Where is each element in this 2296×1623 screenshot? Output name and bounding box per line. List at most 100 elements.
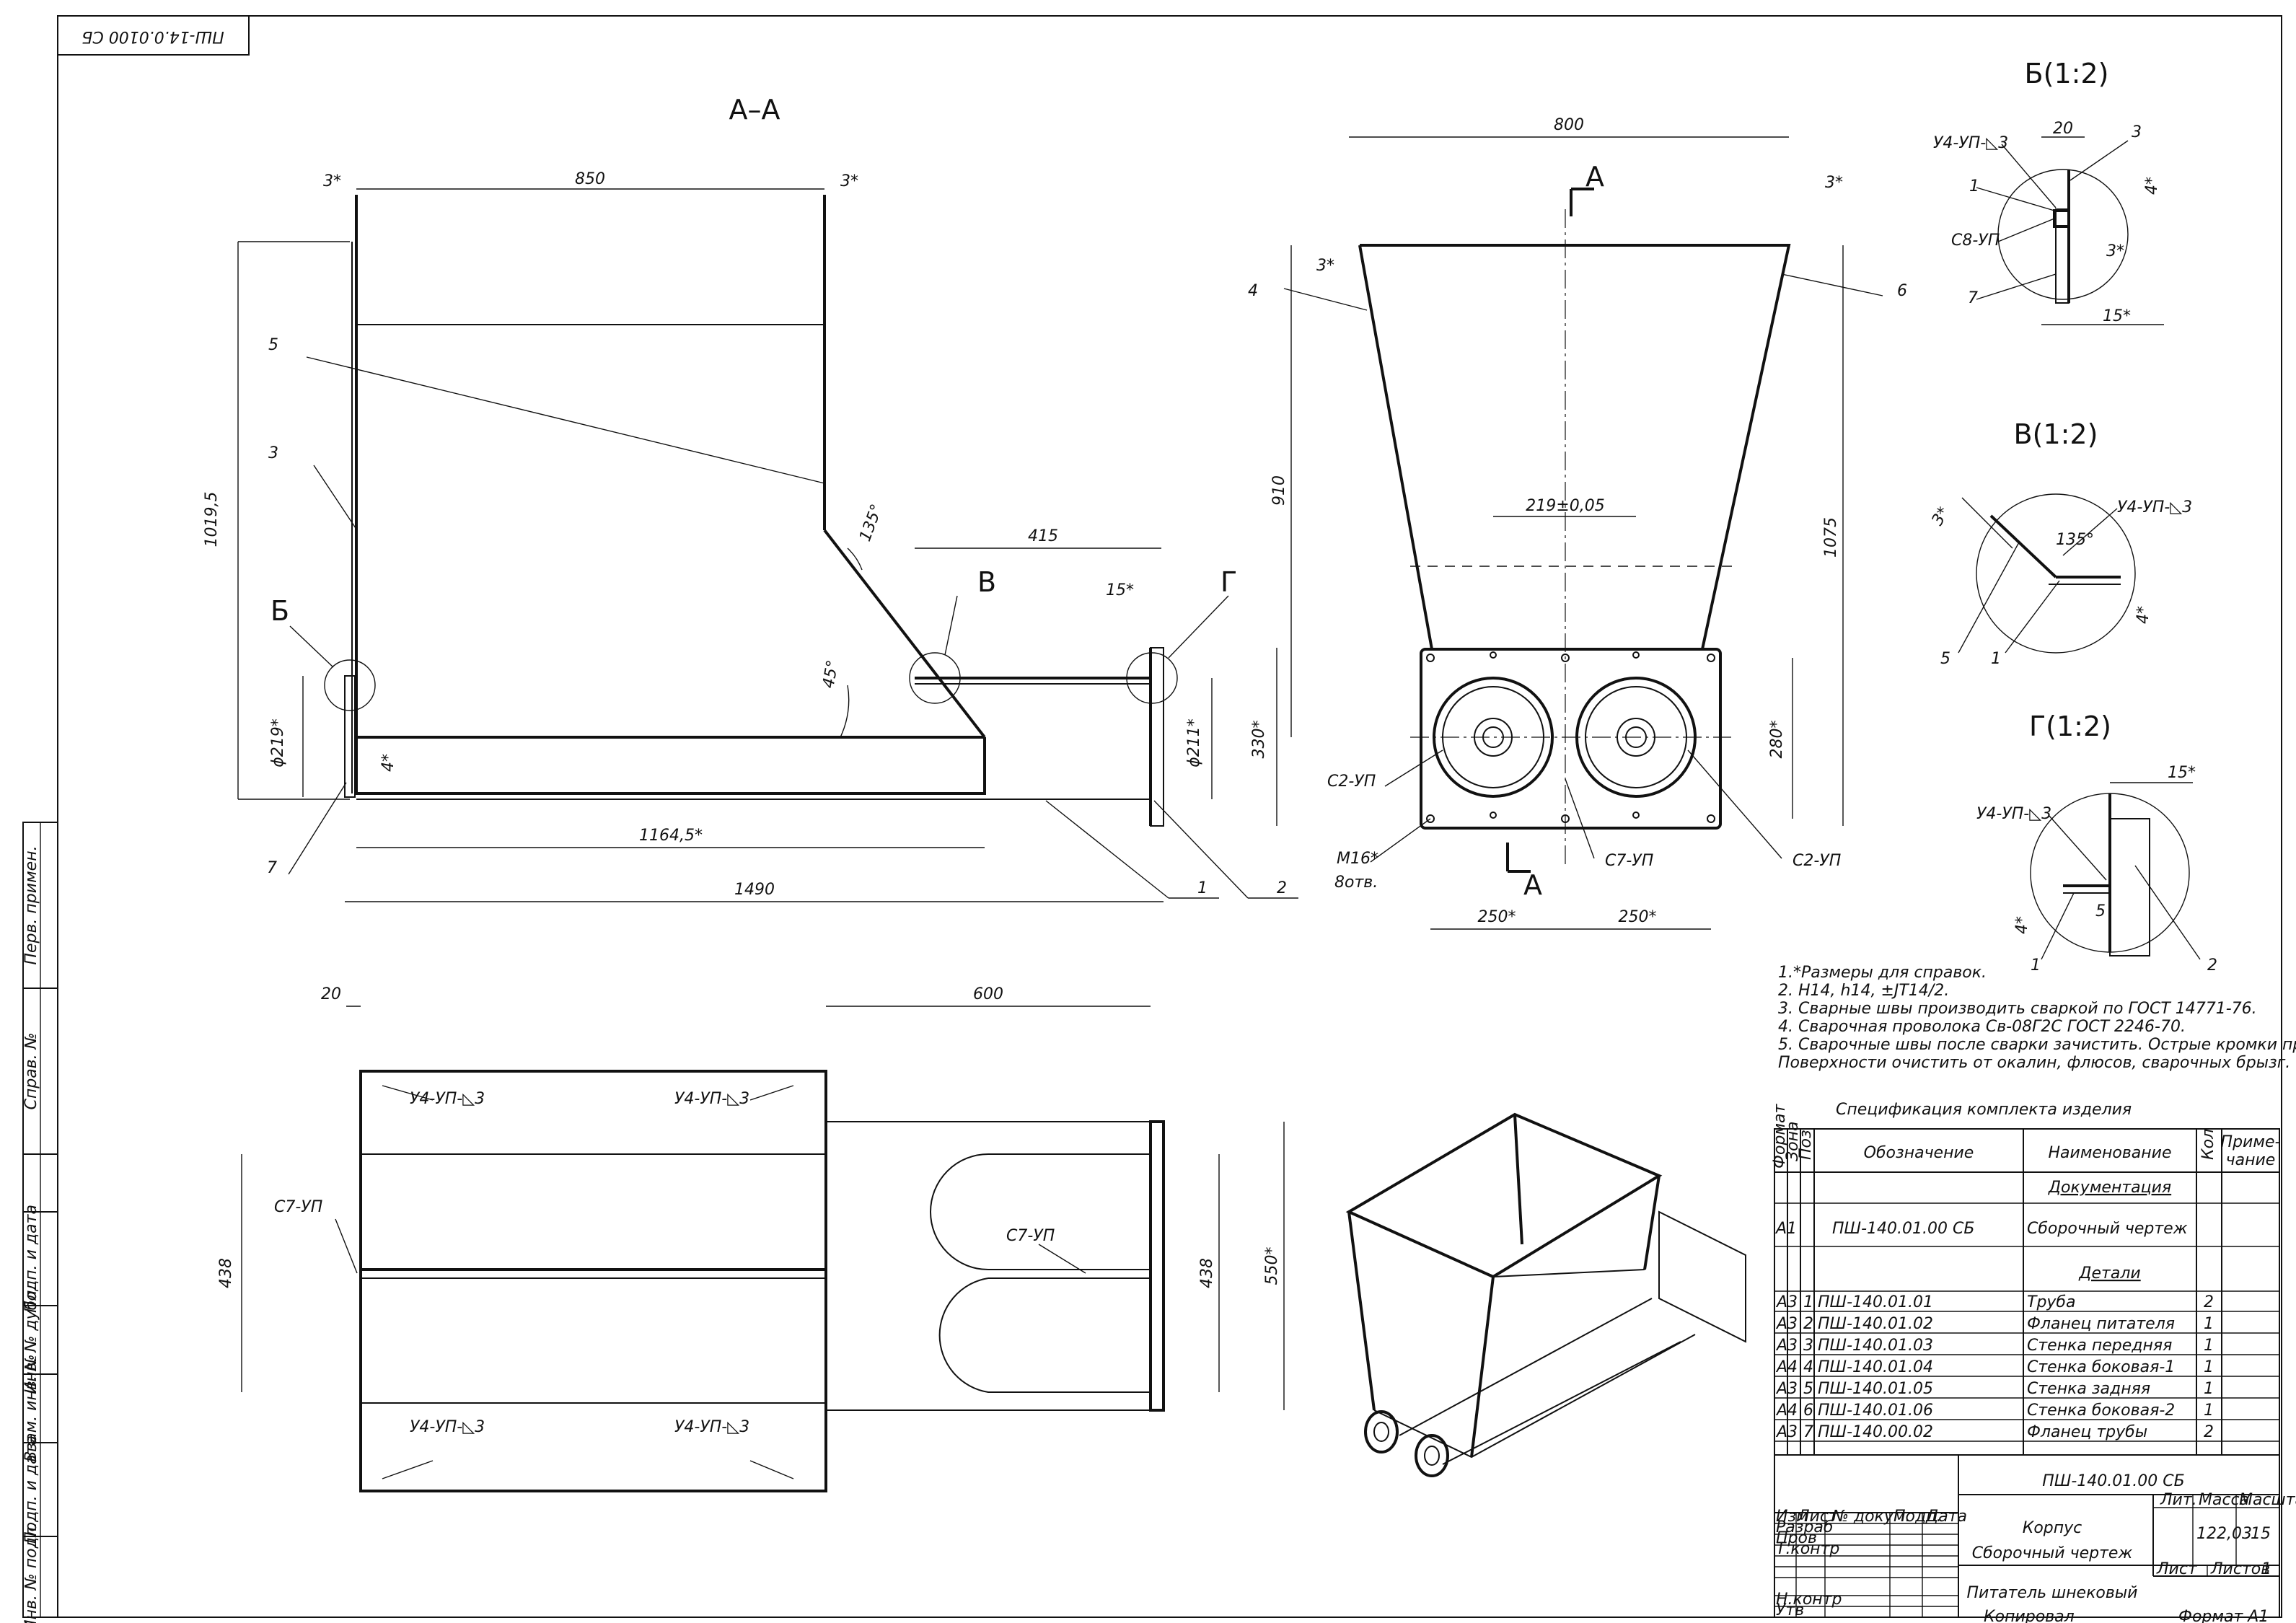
svg-text:5: 5 [1803, 1380, 1813, 1398]
svg-text:А4: А4 [1775, 1402, 1798, 1420]
drawing-frame [57, 15, 2282, 1618]
section-aa-view: А–А 850 3* 3* 1019,5 415 15* 135° 45° ϕ2… [203, 94, 1298, 902]
detail-v-view: В(1:2) 3* 135° 4* У4-УП-◺3 5 1 [1929, 418, 2193, 668]
svg-text:3*: 3* [840, 172, 858, 190]
svg-text:А: А [1585, 161, 1604, 193]
svg-text:Масса: Масса [2199, 1491, 2249, 1509]
svg-text:Лист: Лист [2156, 1560, 2198, 1578]
svg-text:15*: 15* [2103, 307, 2131, 325]
svg-text:Приме-: Приме- [2221, 1133, 2281, 1151]
svg-text:ϕ219*: ϕ219* [269, 718, 287, 767]
technical-notes: 1.*Размеры для справок. 2. H14, h14, ±JT… [1778, 964, 2296, 1072]
svg-text:1: 1 [1969, 177, 1979, 195]
svg-text:Изм: Изм [1776, 1508, 1808, 1526]
svg-text:ПШ-140.00.02: ПШ-140.00.02 [1818, 1423, 1933, 1441]
svg-text:А3: А3 [1775, 1315, 1798, 1333]
svg-text:Дата: Дата [1925, 1508, 1967, 1526]
svg-text:Подп. и дата: Подп. и дата [22, 1435, 40, 1544]
svg-text:С7-УП: С7-УП [1605, 852, 1653, 870]
svg-text:250*: 250* [1478, 908, 1516, 926]
svg-text:1: 1 [2204, 1337, 2214, 1355]
svg-text:А3: А3 [1775, 1293, 1798, 1311]
svg-text:Сборочный чертеж: Сборочный чертеж [1972, 1544, 2133, 1562]
format-label: Формат А1 [2178, 1608, 2269, 1623]
svg-text:Поверхности очистить от окалин: Поверхности очистить от окалин, флюсов, … [1778, 1054, 2290, 1072]
svg-text:Обозначение: Обозначение [1864, 1144, 1974, 1162]
svg-text:Инв. № дубл.: Инв. № дубл. [22, 1285, 40, 1394]
svg-text:330*: 330* [1250, 721, 1268, 759]
svg-text:1164,5*: 1164,5* [639, 827, 703, 845]
section-aa-title: А–А [729, 94, 780, 126]
svg-text:3*: 3* [1929, 504, 1953, 529]
svg-text:Лист: Лист [1797, 1508, 1839, 1526]
svg-text:4. Сварочная проволока Св-08Г2: 4. Сварочная проволока Св-08Г2С ГОСТ 224… [1778, 1018, 2186, 1036]
svg-text:2: 2 [2207, 956, 2217, 975]
svg-text:Стенка задняя: Стенка задняя [2027, 1380, 2150, 1398]
svg-text:6: 6 [1803, 1402, 1813, 1420]
svg-text:ПШ-140.01.01: ПШ-140.01.01 [1818, 1293, 1933, 1311]
svg-text:5. Сварочные швы после сварки: 5. Сварочные швы после сварки зачистить.… [1778, 1036, 2296, 1054]
svg-text:Стенка передняя: Стенка передняя [2027, 1337, 2172, 1355]
front-view: А А 800 3* 3* 910 1075 219±0,05 280* 250… [1248, 116, 1907, 930]
svg-text:С7-УП: С7-УП [274, 1198, 322, 1216]
svg-text:У4-УП-◺3: У4-УП-◺3 [1933, 134, 2008, 152]
svg-text:С8-УП: С8-УП [1951, 232, 2000, 250]
svg-text:7: 7 [1968, 289, 1978, 307]
svg-text:Документация: Документация [2048, 1179, 2171, 1197]
svg-text:С7-УП: С7-УП [1006, 1227, 1055, 1245]
svg-text:Утв: Утв [1776, 1601, 1804, 1619]
svg-text:Спецификация комплекта изделия: Спецификация комплекта изделия [1836, 1101, 2132, 1119]
svg-text:3*: 3* [323, 172, 341, 190]
callout-b: Б [270, 595, 289, 627]
svg-text:Фланец трубы: Фланец трубы [2027, 1423, 2147, 1441]
svg-text:438: 438 [1198, 1258, 1216, 1288]
svg-text:4: 4 [1248, 282, 1258, 300]
svg-text:850: 850 [575, 170, 605, 188]
svg-text:3*: 3* [1825, 174, 1843, 192]
svg-text:1: 1 [2204, 1380, 2214, 1398]
svg-text:У4-УП-◺3: У4-УП-◺3 [410, 1090, 485, 1108]
svg-text:Кол: Кол [2199, 1129, 2217, 1160]
svg-text:Поз: Поз [1797, 1130, 1815, 1160]
svg-text:2: 2 [1277, 879, 1287, 897]
svg-text:Лит.: Лит. [2160, 1491, 2197, 1509]
svg-text:910: 910 [1270, 475, 1288, 506]
svg-text:Подп.: Подп. [1893, 1508, 1942, 1526]
svg-text:Питатель шнековый: Питатель шнековый [1967, 1584, 2138, 1602]
svg-text:Разраб: Разраб [1776, 1518, 1833, 1536]
svg-text:15*: 15* [2168, 764, 2196, 782]
svg-text:219±0,05: 219±0,05 [1526, 497, 1604, 515]
svg-text:1: 1 [2204, 1402, 2214, 1420]
svg-text:Справ. №: Справ. № [22, 1032, 40, 1109]
side-stamps: Перв. примен. Справ. № Подп. и дата Инв.… [22, 822, 58, 1623]
svg-text:6: 6 [1897, 282, 1907, 300]
svg-text:Т.контр: Т.контр [1776, 1540, 1839, 1558]
detail-g-view: Г(1:2) 15* 4* 5 У4-УП-◺3 1 2 [1976, 711, 2217, 975]
svg-text:С2-УП: С2-УП [1327, 773, 1376, 791]
svg-text:3*: 3* [2106, 242, 2124, 260]
svg-text:Б(1:2): Б(1:2) [2025, 58, 2109, 89]
callout-g: Г [1220, 566, 1237, 598]
svg-text:У4-УП-◺3: У4-УП-◺3 [674, 1090, 749, 1108]
svg-text:8отв.: 8отв. [1334, 874, 1378, 892]
svg-text:5: 5 [268, 336, 278, 354]
svg-text:Перв. примен.: Перв. примен. [22, 845, 40, 964]
svg-text:1019,5: 1019,5 [203, 492, 221, 547]
svg-text:1: 1 [1991, 650, 2001, 668]
spec-row: А4 4 ПШ-140.01.04 Стенка боковая-1 1 [1775, 1358, 2214, 1376]
svg-text:У4-УП-◺3: У4-УП-◺3 [1976, 805, 2051, 823]
svg-text:2. H14, h14, ±JT14/2.: 2. H14, h14, ±JT14/2. [1778, 982, 1949, 1000]
svg-text:Масштаб: Масштаб [2239, 1491, 2296, 1509]
mirrored-code-box [57, 15, 250, 56]
spec-row: А3 5 ПШ-140.01.05 Стенка задняя 1 [1775, 1380, 2214, 1398]
svg-text:У4-УП-◺3: У4-УП-◺3 [410, 1418, 485, 1436]
spec-row: А3 1 ПШ-140.01.01 Труба 2 [1775, 1293, 2214, 1311]
svg-text:Подп. и дата: Подп. и дата [22, 1205, 40, 1313]
spec-row: А3 2 ПШ-140.01.02 Фланец питателя 1 [1775, 1315, 2214, 1333]
svg-text:А3: А3 [1775, 1423, 1798, 1441]
svg-text:В(1:2): В(1:2) [2014, 418, 2098, 450]
svg-text:1.*Размеры для справок.: 1.*Размеры для справок. [1778, 964, 1987, 982]
svg-text:А4: А4 [1775, 1358, 1798, 1376]
svg-text:ПШ-140.01.02: ПШ-140.01.02 [1818, 1315, 1933, 1333]
